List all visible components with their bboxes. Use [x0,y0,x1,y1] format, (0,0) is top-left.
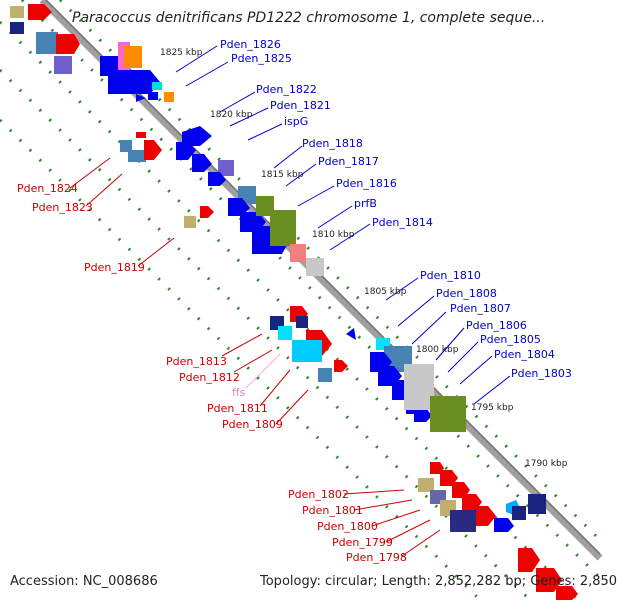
gene-label: Pden_1806 [466,319,527,332]
gene-block [270,210,296,246]
gene-arrow [176,142,196,160]
gene-label: Pden_1803 [511,367,572,380]
gene-arrow [182,126,212,146]
gene-label: Pden_1822 [256,83,317,96]
reverse-leaders [69,157,441,557]
gene-block [218,160,234,176]
topology-label: Topology: circular; Length: 2,852,282 bp… [260,574,617,589]
gene-label: Pden_1809 [222,418,283,431]
gene-block [10,6,24,18]
reverse-labels: Pden_1824 Pden_1823 Pden_1819 Pden_1813 … [17,182,407,564]
gene-block [290,244,306,262]
gene-label: Pden_1825 [231,52,292,65]
gene-arrow [108,70,160,94]
gene-arrow [148,92,158,100]
rna-label: ffs [232,386,246,399]
gene-block [292,340,322,362]
kbp-tick: 1810 kbp [312,230,355,240]
gene-label: Pden_1818 [302,137,363,150]
gene-label: Pden_1804 [494,348,555,361]
gene-arrow [208,172,226,186]
gene-label: Pden_1802 [288,488,349,501]
gene-arrow [200,206,214,218]
gene-arrow [518,548,540,572]
gene-arrow [144,140,162,160]
gene-block [54,56,72,74]
gene-arrow [136,94,146,102]
gene-block [318,368,332,382]
gene-label: Pden_1800 [317,520,378,533]
gene-label: Pden_1810 [420,269,481,282]
gene-label: Pden_1824 [17,182,78,195]
gene-block [256,196,274,216]
gene-arrow [136,132,146,138]
gene-block [296,316,308,328]
gene-label: Pden_1812 [179,371,240,384]
gene-arrow [494,518,514,532]
gene-block [278,326,292,340]
forward-leaders [175,45,511,405]
accession-label: Accession: NC_008686 [10,574,158,589]
gene-label: Pden_1801 [302,504,363,517]
gene-block [450,510,476,532]
gene-label: Pden_1808 [436,287,497,300]
gene-arrow [28,4,52,20]
gene-block [164,92,174,102]
gene-arrow [192,154,212,172]
kbp-ticks: 1825 kbp 1820 kbp 1815 kbp 1810 kbp 1805… [160,48,568,469]
gene-label: Pden_1826 [220,38,281,51]
gene-block [128,150,146,162]
gene-arrow [536,568,562,592]
gene-arrow [56,34,80,54]
kbp-tick: 1805 kbp [364,287,407,297]
gene-blocks [10,4,578,600]
gene-label: Pden_1798 [346,551,407,564]
gene-label: ispG [284,115,308,128]
gene-label: Pden_1819 [84,261,145,274]
genome-map: 1825 kbp 1820 kbp 1815 kbp 1810 kbp 1805… [0,0,603,600]
gene-block [120,140,132,152]
kbp-tick: 1825 kbp [160,48,203,58]
gene-label: Pden_1813 [166,355,227,368]
map-title: Paracoccus denitrificans PD1222 chromoso… [72,10,546,26]
gene-block [36,32,58,54]
gene-arrow [414,408,432,422]
gene-label: Pden_1811 [207,402,268,415]
gene-arrow [228,198,250,216]
gene-label: Pden_1821 [270,99,331,112]
gene-block [124,46,142,68]
gene-block [528,494,546,514]
kbp-tick: 1790 kbp [525,459,568,469]
forward-labels: Pden_1826 Pden_1825 Pden_1822 Pden_1821 … [220,38,572,380]
gene-arrow [346,328,356,340]
gene-block [404,364,434,410]
gene-label: prfB [354,197,377,210]
gene-block [430,396,466,432]
gene-label: Pden_1823 [32,201,93,214]
kbp-tick: 1820 kbp [210,110,253,120]
gene-arrow [472,506,496,526]
gene-block [184,216,196,228]
gene-label: Pden_1807 [450,302,511,315]
gene-block [152,82,162,90]
kbp-tick: 1800 kbp [416,345,459,355]
gene-block [418,478,434,492]
gene-block [10,22,24,34]
gene-arrow [556,586,578,600]
gene-label: Pden_1799 [332,536,393,549]
gene-block [512,506,526,520]
kbp-tick: 1815 kbp [261,170,304,180]
gene-label: Pden_1814 [372,216,433,229]
kbp-tick: 1795 kbp [471,403,514,413]
gene-arrow [334,360,348,372]
gene-label: Pden_1805 [480,333,541,346]
gene-label: Pden_1817 [318,155,379,168]
gene-label: Pden_1816 [336,177,397,190]
rna-leader [245,353,281,389]
gene-block [306,258,324,276]
